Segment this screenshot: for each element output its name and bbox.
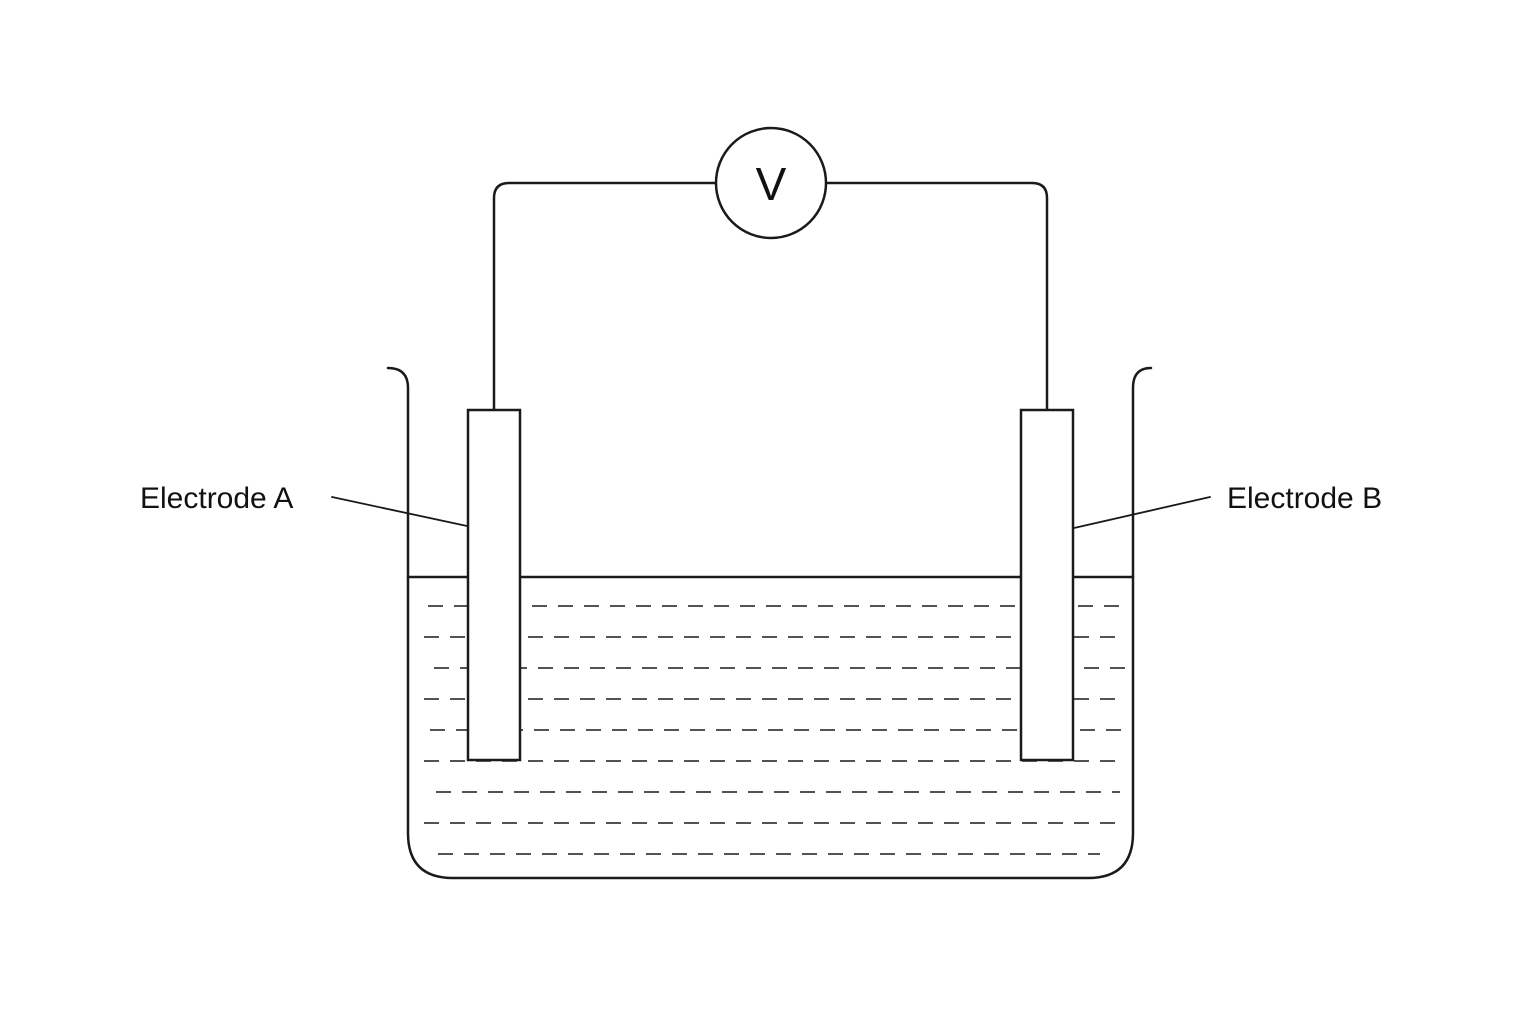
electrode-b-leader bbox=[1073, 496, 1211, 529]
electrode-a-label: Electrode A bbox=[140, 482, 293, 515]
electrolyte-solution bbox=[424, 605, 1126, 855]
voltmeter: V bbox=[714, 126, 828, 240]
voltmeter-symbol: V bbox=[756, 158, 787, 210]
right-wire bbox=[824, 181, 1049, 412]
beaker bbox=[386, 366, 1153, 880]
electrode-b-label: Electrode B bbox=[1227, 482, 1382, 515]
left-wire bbox=[492, 181, 719, 412]
electrode-b bbox=[1019, 408, 1075, 762]
electrode-a-leader bbox=[331, 496, 468, 527]
voltmeter-icon bbox=[714, 126, 828, 240]
electrode-a bbox=[466, 408, 522, 762]
